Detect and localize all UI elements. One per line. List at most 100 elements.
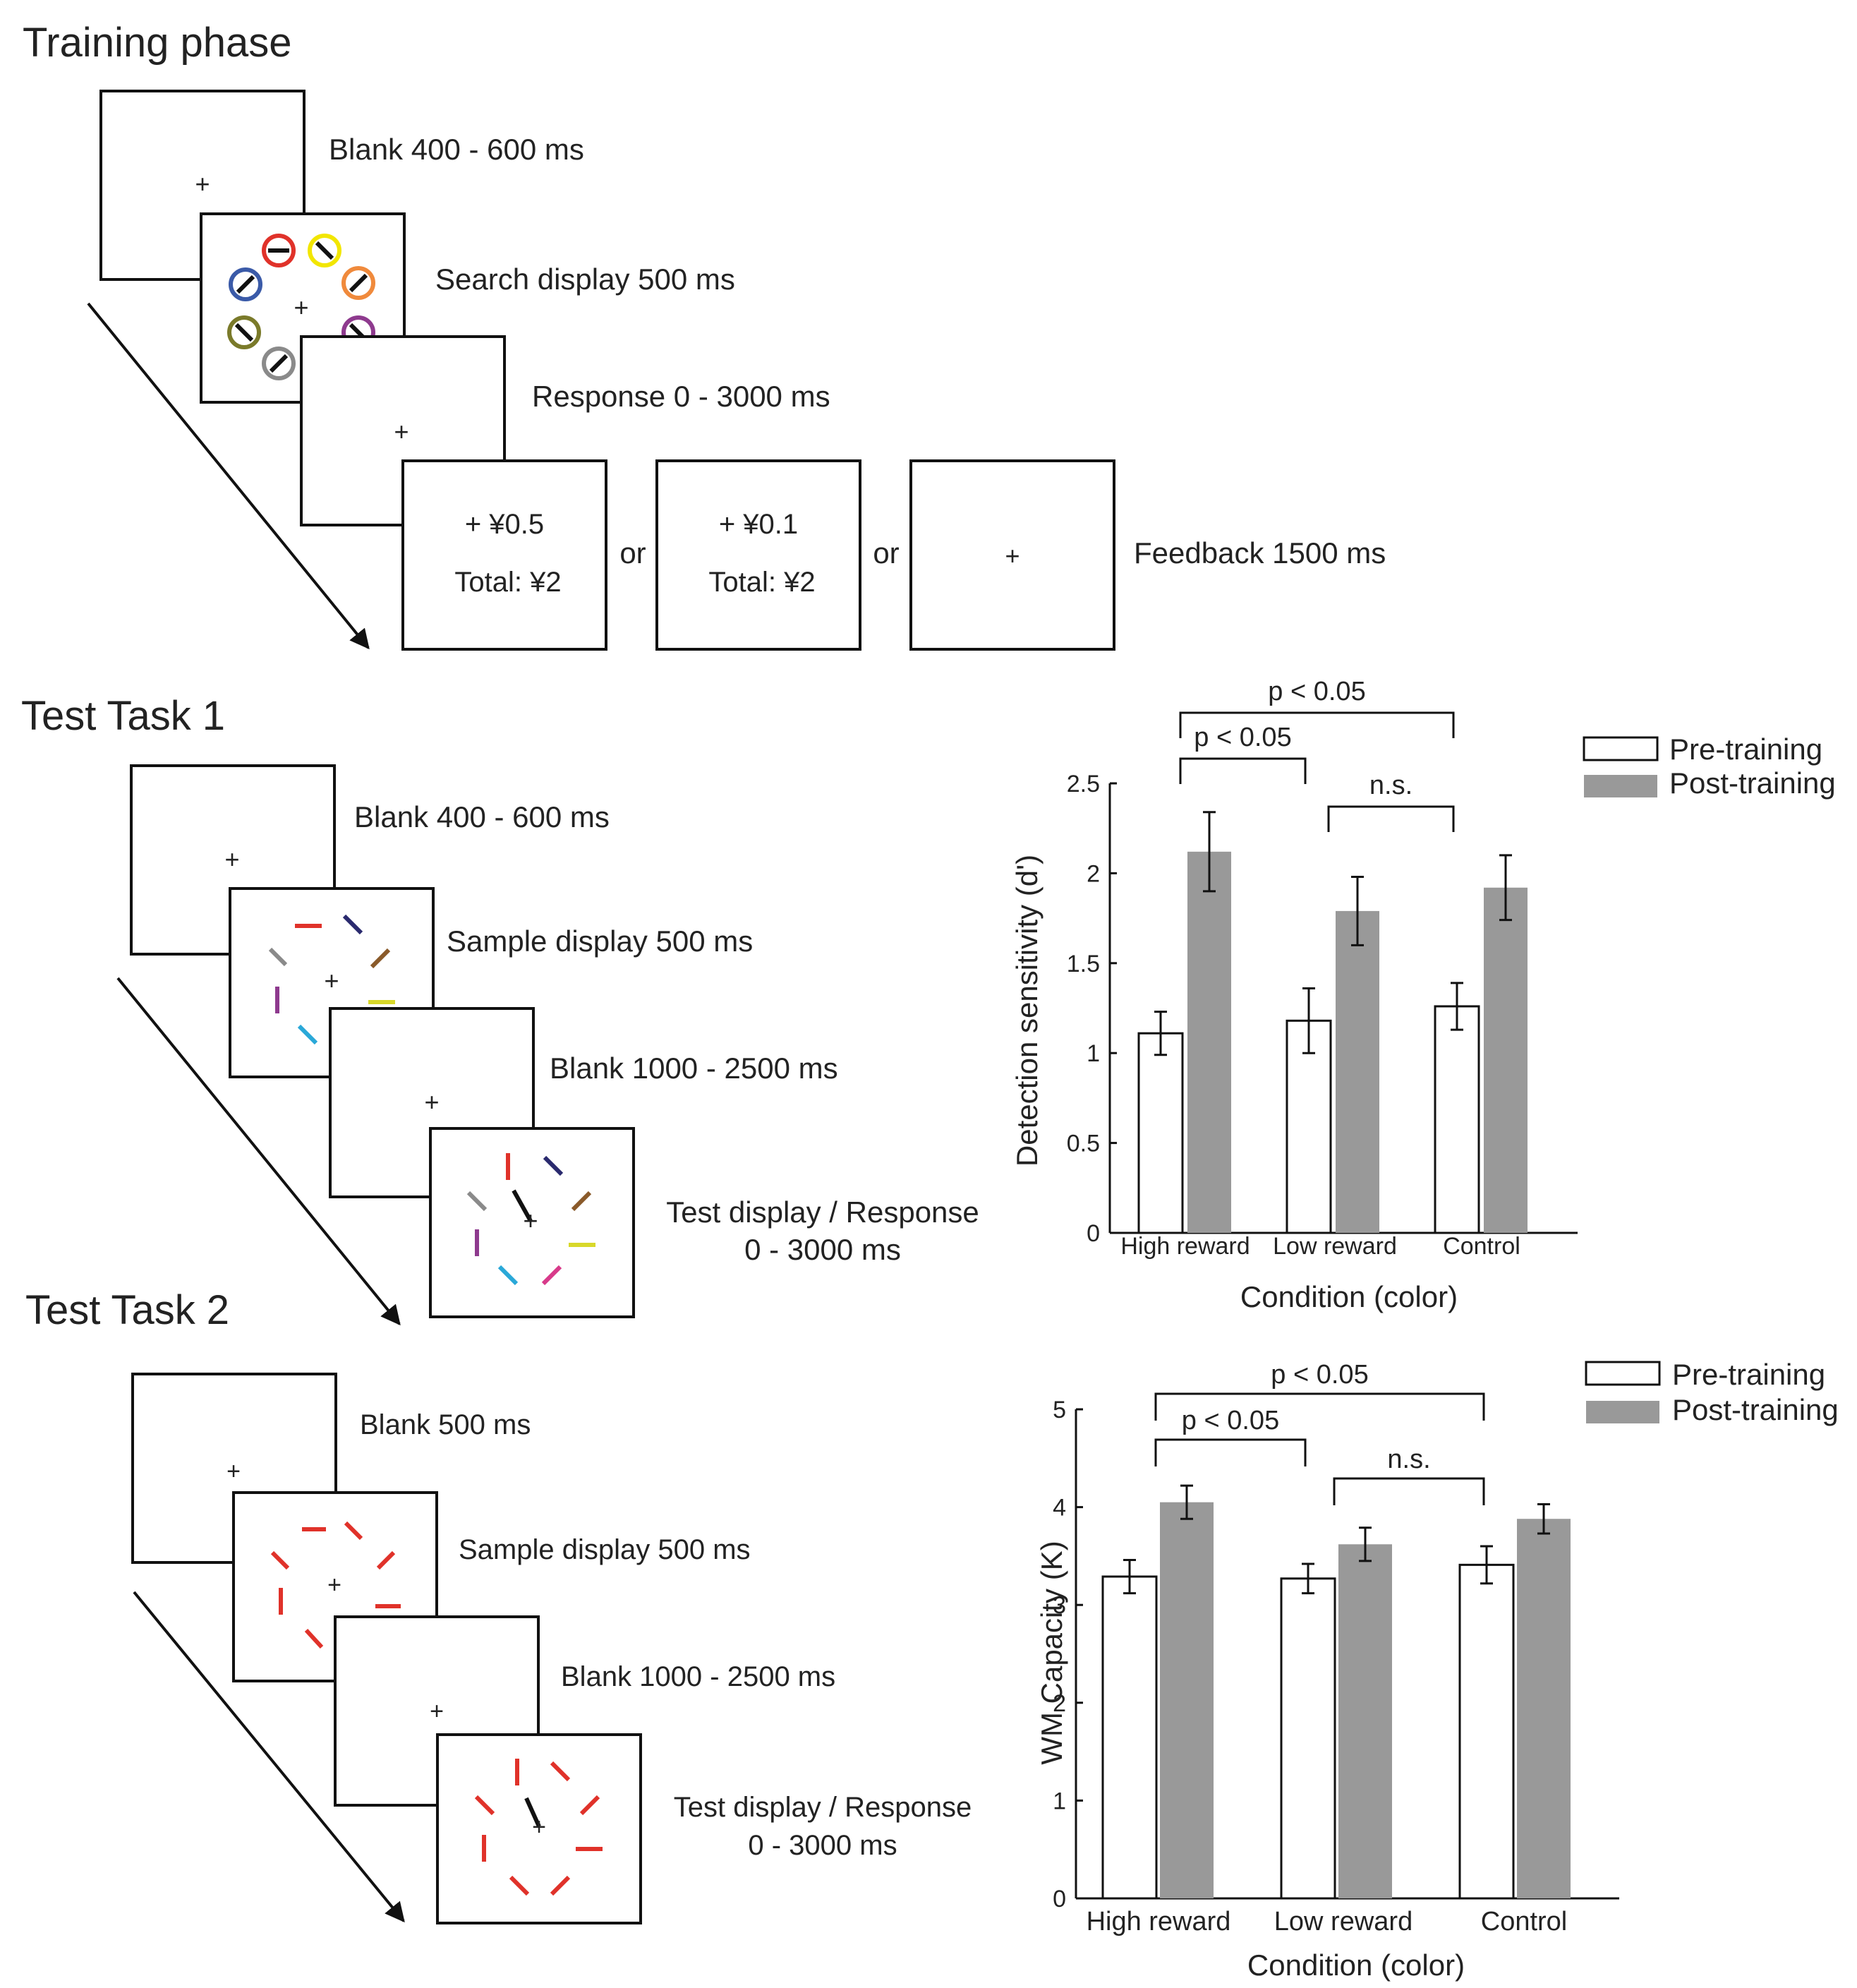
feedback-low-frame [655, 459, 861, 651]
bar-magenta [541, 1265, 562, 1286]
total-text: Total: ¥2 [708, 567, 815, 598]
bar-cyan [497, 1265, 519, 1286]
significance-brackets: p < 0.05p < 0.05n.s. [1154, 1360, 1485, 1505]
fixation-cross: + [195, 169, 210, 198]
x-tick-label: High reward [1120, 1233, 1250, 1260]
bar-brown [571, 1191, 592, 1212]
task1-sample-bars [268, 914, 395, 1045]
significance-bracket [1179, 711, 1455, 738]
bar-probe [512, 1189, 533, 1222]
fixation-cross: + [1005, 541, 1020, 570]
bar-red [509, 1875, 530, 1896]
reward-low-text: + ¥0.1 [719, 509, 798, 540]
bar-gray [466, 1191, 488, 1212]
task2-test-label-1: Test display / Response [674, 1792, 972, 1823]
bar-pre-0 [1101, 1575, 1158, 1900]
x-tick-label: Control [1481, 1907, 1568, 1936]
test-task-1: Test Task 1 + Blank 400 - 600 ms + Sampl… [21, 693, 979, 1326]
y-tick-label: 0 [1053, 1886, 1066, 1912]
significance-bracket [1179, 757, 1307, 784]
bar-probe [524, 1797, 541, 1828]
task2-test-frame [436, 1733, 642, 1924]
x-tick-label: Low reward [1273, 1233, 1397, 1260]
bar-gray [268, 947, 288, 967]
bar-pre-1 [1280, 1577, 1336, 1900]
task1-test-label-1: Test display / Response [666, 1195, 979, 1229]
search-circle-gray [262, 347, 296, 380]
bar-red [376, 1550, 396, 1570]
y-tick-label: 2 [1087, 860, 1100, 887]
y-tick-label: 5 [1053, 1397, 1066, 1423]
search-circle-olive [227, 315, 261, 349]
task2-sample-bars [270, 1521, 401, 1649]
x-axis-label: Condition (color) [1247, 1948, 1465, 1982]
x-tick-label: Low reward [1274, 1907, 1413, 1936]
x-tick-label: High reward [1087, 1907, 1231, 1936]
bar-red [474, 1795, 495, 1816]
y-tick-label: 0 [1087, 1220, 1100, 1247]
significance-label: n.s. [1369, 771, 1413, 800]
legend: Pre-training Post-training [1583, 733, 1836, 800]
bar-pre-0 [1137, 1032, 1184, 1234]
x-axis-label: Condition (color) [1240, 1280, 1458, 1313]
fixation-cross: + [532, 1814, 546, 1841]
bars [1137, 811, 1528, 1234]
search-items [227, 234, 375, 380]
y-tick-label: 2 [1053, 1690, 1066, 1717]
y-tick-label: 0.5 [1067, 1131, 1100, 1157]
x-tick-label: Control [1443, 1233, 1520, 1260]
legend-swatch-pre [1583, 736, 1659, 761]
task2-title: Test Task 2 [25, 1287, 229, 1333]
bar-post-0 [1160, 1502, 1214, 1898]
bar-post-1 [1338, 1544, 1392, 1898]
bar-post-0 [1187, 851, 1231, 1233]
significance-label: p < 0.05 [1271, 1360, 1368, 1390]
bar-cyan [297, 1024, 318, 1045]
task2-test-bars [474, 1759, 603, 1896]
y-ticks: 00.511.522.5 [1067, 771, 1117, 1247]
bar-red [550, 1761, 571, 1782]
or-text: or [873, 536, 899, 570]
legend-post-label: Post-training [1669, 766, 1836, 800]
task1-test-label-2: 0 - 3000 ms [744, 1233, 901, 1266]
task1-sample-label: Sample display 500 ms [447, 924, 753, 958]
chart-1: 00.511.522.5 p < 0.05p < 0.05n.s. High r… [1010, 677, 1836, 1313]
bar-pre-2 [1434, 1005, 1480, 1234]
bar-post-2 [1517, 1519, 1571, 1898]
y-tick-label: 1.5 [1067, 951, 1100, 977]
total-text: Total: ¥2 [454, 567, 561, 598]
bar-post-1 [1336, 910, 1379, 1233]
bar-brown [370, 948, 391, 969]
y-tick-label: 4 [1053, 1495, 1066, 1522]
test-task-2: Test Task 2 + Blank 500 ms + Sample disp… [25, 1287, 972, 1924]
bar-navy [543, 1155, 564, 1176]
fixation-cross: + [394, 417, 409, 446]
reward-high-text: + ¥0.5 [465, 509, 544, 540]
task2-test-label-2: 0 - 3000 ms [748, 1830, 897, 1861]
search-circle-orange [341, 266, 375, 300]
task2-blank-label: Blank 500 ms [360, 1409, 531, 1440]
bar-post-2 [1484, 887, 1528, 1233]
x-tick-labels: High reward Low reward Control [1087, 1907, 1568, 1936]
feedback-none-frame [909, 459, 1115, 651]
x-tick-labels: High reward Low reward Control [1120, 1233, 1520, 1260]
bar-red [270, 1550, 290, 1570]
bar-red [550, 1875, 571, 1896]
search-display-label: Search display 500 ms [435, 263, 735, 296]
legend-pre-label: Pre-training [1672, 1358, 1825, 1391]
significance-label: n.s. [1387, 1445, 1430, 1474]
bar-red [579, 1795, 600, 1816]
legend-pre-label: Pre-training [1669, 733, 1822, 766]
task1-blank-label: Blank 400 - 600 ms [354, 800, 610, 833]
task1-title: Test Task 1 [21, 693, 225, 739]
task1-blank2-label: Blank 1000 - 2500 ms [550, 1052, 838, 1085]
fixation-cross: + [424, 1088, 439, 1116]
task2-blank2-label: Blank 1000 - 2500 ms [561, 1661, 835, 1692]
time-arrow [116, 977, 401, 1326]
training-phase: Training phase + Blank 400 - 600 ms + Se… [23, 20, 1386, 651]
significance-bracket [1154, 1392, 1485, 1421]
fixation-cross: + [523, 1206, 538, 1235]
training-blank-label: Blank 400 - 600 ms [329, 133, 584, 166]
